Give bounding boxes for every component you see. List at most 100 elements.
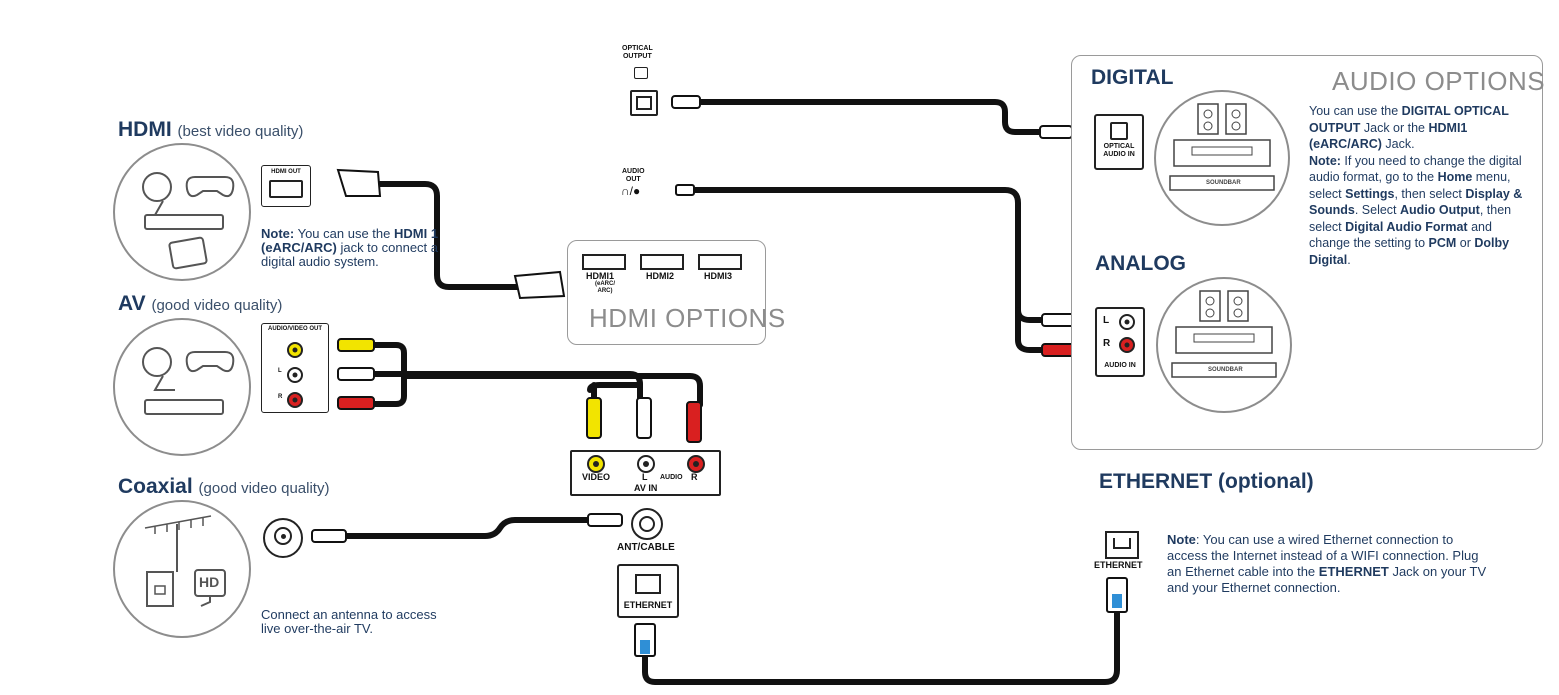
headphone-icon: ∩/● <box>621 184 641 198</box>
av-devices-circle <box>113 318 251 456</box>
audio-text-5: menu, select <box>1309 170 1511 201</box>
coax-subtitle: (good video quality) <box>198 480 330 497</box>
analog-receiver-circle: SOUNDBAR <box>1156 277 1292 413</box>
optical-in-label: OPTICAL AUDIO IN <box>1096 143 1142 159</box>
av-in-audio-label: AUDIO <box>660 474 683 481</box>
analog-l-label: L <box>1103 315 1110 326</box>
antenna-icon <box>144 515 226 607</box>
tv-ethernet-port: ETHERNET <box>617 564 679 618</box>
av-heading: AV (good video quality) <box>118 292 282 316</box>
hdmi1-label: HDMI1 <box>586 271 615 281</box>
av-out-port: AUDIO/VIDEO OUT L R <box>261 323 329 413</box>
ethernet-port-icon <box>1105 531 1139 559</box>
audio-out-line2: OUT <box>625 176 641 183</box>
audio-bold-10: Dolby Digital <box>1309 236 1510 267</box>
ethernet-cable <box>642 607 1120 685</box>
av-out-label: AUDIO/VIDEO OUT <box>267 326 322 332</box>
hdmi-options-title: HDMI OPTIONS <box>589 303 786 333</box>
optical-symbol-icon <box>634 67 648 79</box>
optical-label-line2: OUTPUT <box>622 53 652 60</box>
av-in-jacks-icon <box>587 455 705 473</box>
audio-out-label: AUDIO OUT <box>622 168 645 184</box>
ethernet-note-text-2: Jack on your TV and your Ethernet connec… <box>1167 564 1487 595</box>
digital-receiver-circle: SOUNDBAR <box>1154 90 1290 226</box>
audio-text-10: or <box>1456 236 1475 250</box>
av-in-r-label: R <box>691 472 698 482</box>
ant-cable-jack-icon <box>639 516 655 532</box>
hdmi3-label: HDMI3 <box>704 271 733 281</box>
hdmi-devices-icon <box>142 172 235 270</box>
audio-text-7: . Select <box>1354 203 1401 217</box>
av-l-label: L <box>278 368 282 374</box>
audio-bold-6: Display & Sounds <box>1309 186 1523 218</box>
audio-bold-8: Digital Audio Format <box>1345 219 1468 234</box>
optical-audio-in-port: OPTICAL AUDIO IN <box>1094 114 1144 170</box>
coax-jack-icon <box>274 527 292 545</box>
coax-heading: Coaxial (good video quality) <box>118 475 329 499</box>
tv-ethernet-label: ETHERNET <box>623 600 673 610</box>
av-in-label: AV IN <box>634 483 658 493</box>
hdmi2-port-icon <box>640 254 684 270</box>
receiver-soundbar-icon <box>1171 290 1277 378</box>
ethernet-note-bold-2: ETHERNET <box>1318 564 1389 579</box>
ant-cable-label: ANT/CABLE <box>617 542 675 553</box>
coax-antenna-circle: HD <box>113 500 251 638</box>
hd-label: HD <box>199 574 220 590</box>
analog-r-label: R <box>1103 338 1111 349</box>
hdmi-title: HDMI <box>118 118 172 141</box>
hdmi3-port-icon <box>698 254 742 270</box>
ethernet-heading: ETHERNET (optional) <box>1099 470 1314 493</box>
hdmi-options-panel: HDMI1 (eARC/ ARC) HDMI2 HDMI3 HDMI OPTIO… <box>567 240 785 345</box>
optical-in-line2: AUDIO IN <box>1103 151 1135 158</box>
audio-bold-4: Home <box>1437 170 1473 184</box>
analog-rca-jacks-icon <box>1119 314 1135 353</box>
av-devices-icon <box>142 347 235 415</box>
coax-title: Coaxial <box>118 475 193 498</box>
av-r-label: R <box>278 394 283 400</box>
hdmi-devices-circle <box>113 143 251 281</box>
hdmi-out-label: HDMI OUT <box>271 169 301 175</box>
receiver-soundbar-icon <box>1169 103 1275 191</box>
av-title: AV <box>118 292 146 315</box>
audio-text-2: Jack or the <box>1360 120 1429 135</box>
hdmi-note: Note: You can use the HDMI 1 (eARC/ARC) … <box>261 227 451 269</box>
coax-jack <box>263 518 303 558</box>
audio-bold-2: HDMI1 (eARC/ARC) <box>1309 120 1468 152</box>
optical-output-label: OPTICAL OUTPUT <box>622 45 653 61</box>
optical-label-line1: OPTICAL <box>622 45 653 52</box>
av-in-port: VIDEO L AUDIO R AV IN <box>570 450 721 496</box>
tv-ethernet-socket-icon <box>635 574 661 594</box>
hdmi1-sub-label: (eARC/ ARC) <box>594 281 615 294</box>
optical-in-socket-icon <box>1110 122 1128 140</box>
hdmi1-port-icon <box>582 254 626 270</box>
coax-note: Connect an antenna to access live over-t… <box>261 607 437 636</box>
audio-text-6: , then select <box>1394 186 1466 201</box>
audio-options-panel: DIGITAL AUDIO OPTIONS OPTICAL AUDIO IN S… <box>1071 55 1545 450</box>
audio-out-line1: AUDIO <box>622 168 645 175</box>
audio-text-1: You can use the <box>1309 104 1402 118</box>
audio-bold-3: Note: <box>1309 153 1341 168</box>
analog-audio-cable <box>687 187 1048 353</box>
ethernet-note-bold-1: Note <box>1167 532 1196 547</box>
ethernet-note-text-1: : You can use a wired Ethernet connectio… <box>1167 532 1479 579</box>
ethernet-label: ETHERNET <box>1094 560 1143 570</box>
audio-text-8: , then select <box>1309 203 1512 234</box>
optical-cable <box>697 99 1043 135</box>
audio-bold-7: Audio Output <box>1400 203 1480 217</box>
analog-audio-in-port: L R AUDIO IN <box>1095 307 1145 377</box>
hdmi-out-port: HDMI OUT <box>261 165 311 207</box>
digital-heading: DIGITAL <box>1091 66 1174 89</box>
hdmi2-label: HDMI2 <box>646 271 675 281</box>
hdmi-note-bold: HDMI 1 (eARC/ARC) <box>261 226 439 255</box>
hdmi-note-text-1: You can use the <box>294 226 391 241</box>
analog-audio-in-label: AUDIO IN <box>1104 362 1136 369</box>
audio-text-9: and change the setting to <box>1309 219 1492 251</box>
optical-socket-icon <box>636 96 652 110</box>
hdmi-cable <box>377 181 523 290</box>
hdmi-note-prefix: Note: <box>261 226 295 241</box>
audio-bold-5: Settings <box>1345 186 1395 201</box>
soundbar-label-digital: SOUNDBAR <box>1206 180 1241 186</box>
av-in-video-label: VIDEO <box>582 472 611 482</box>
audio-text-4: If you need to change the digital audio … <box>1309 153 1522 185</box>
